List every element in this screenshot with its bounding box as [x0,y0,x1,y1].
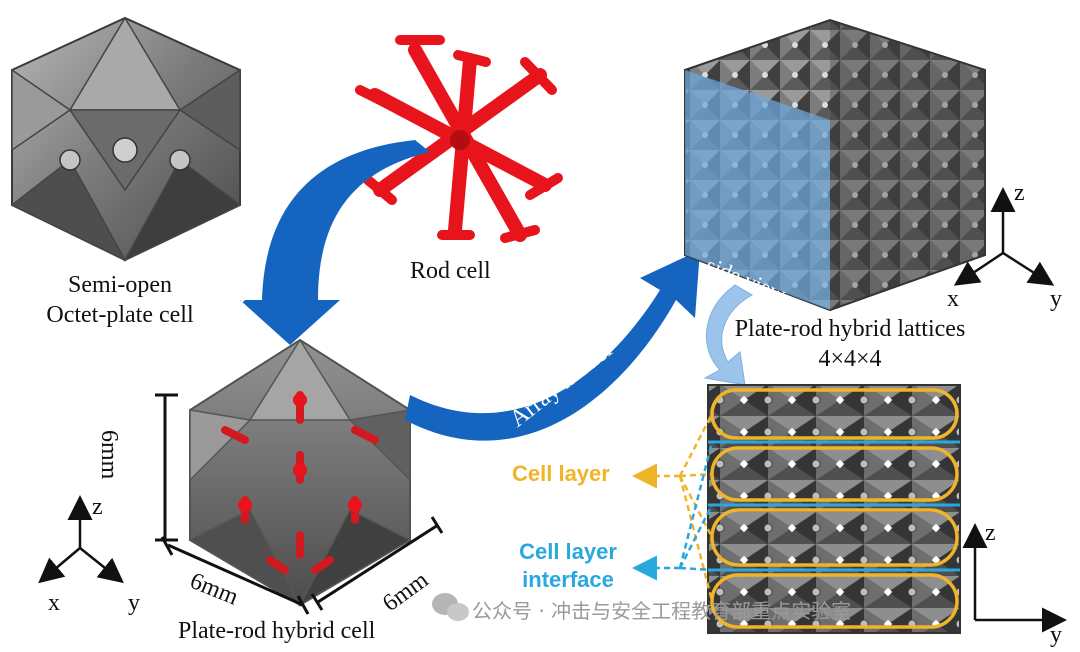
side-view-plane [685,70,830,310]
cell-layer-label: Cell layer [512,461,610,486]
octet-cell-label-line1: Semi-open [68,272,172,298]
axis-left-y: y [128,590,140,616]
axis-top-right-y: y [1050,286,1062,312]
hybrid-cell-graphic [188,338,412,607]
octet-cell-label-line2: Octet-plate cell [46,302,194,328]
hybrid-cell-label: Plate-rod hybrid cell [178,618,376,644]
lattice-side-view-graphic [707,384,961,634]
array-model-arrow [405,250,700,441]
axis-top-right-x: x [947,286,959,312]
octet-plate-cell-graphic [10,16,242,262]
wechat-logo [432,593,469,621]
axes-left [38,495,124,584]
hybrid-label: Hybrid [228,262,254,330]
lattice-title-line2: 4×4×4 [818,346,882,372]
axis-top-right-z: z [1014,180,1025,206]
cell-layer-interface-line1: Cell layer [519,539,617,564]
axes-top-right [953,187,1055,286]
dimension-height-label: 6mm [96,430,122,480]
rod-cell-label: Rod cell [410,258,491,284]
hybrid-arrow [240,140,430,345]
cell-layer-leaders [632,413,714,602]
lattice-cube-graphic [684,18,986,312]
interface-leaders [632,441,714,581]
lattice-title-line1: Plate-rod hybrid lattices [734,316,966,342]
lattice-title: Plate-rod hybrid lattices 4×4×4 [700,314,1000,374]
dimension-lines [155,393,444,615]
cell-layer-interface-label: Cell layer interface [498,538,638,594]
watermark-text: 公众号 · 冲击与安全工程教育部重点实验室 [472,599,852,623]
rod-cell-graphic [355,35,563,243]
axis-bottom-right-z: z [985,520,996,546]
axis-left-x: x [48,590,60,616]
axis-left-z: z [92,494,103,520]
axis-bottom-right-y: y [1050,622,1062,648]
axes-bottom-right [962,523,1067,633]
octet-cell-label: Semi-open Octet-plate cell [20,270,220,330]
cell-layer-interface-line2: interface [522,567,614,592]
